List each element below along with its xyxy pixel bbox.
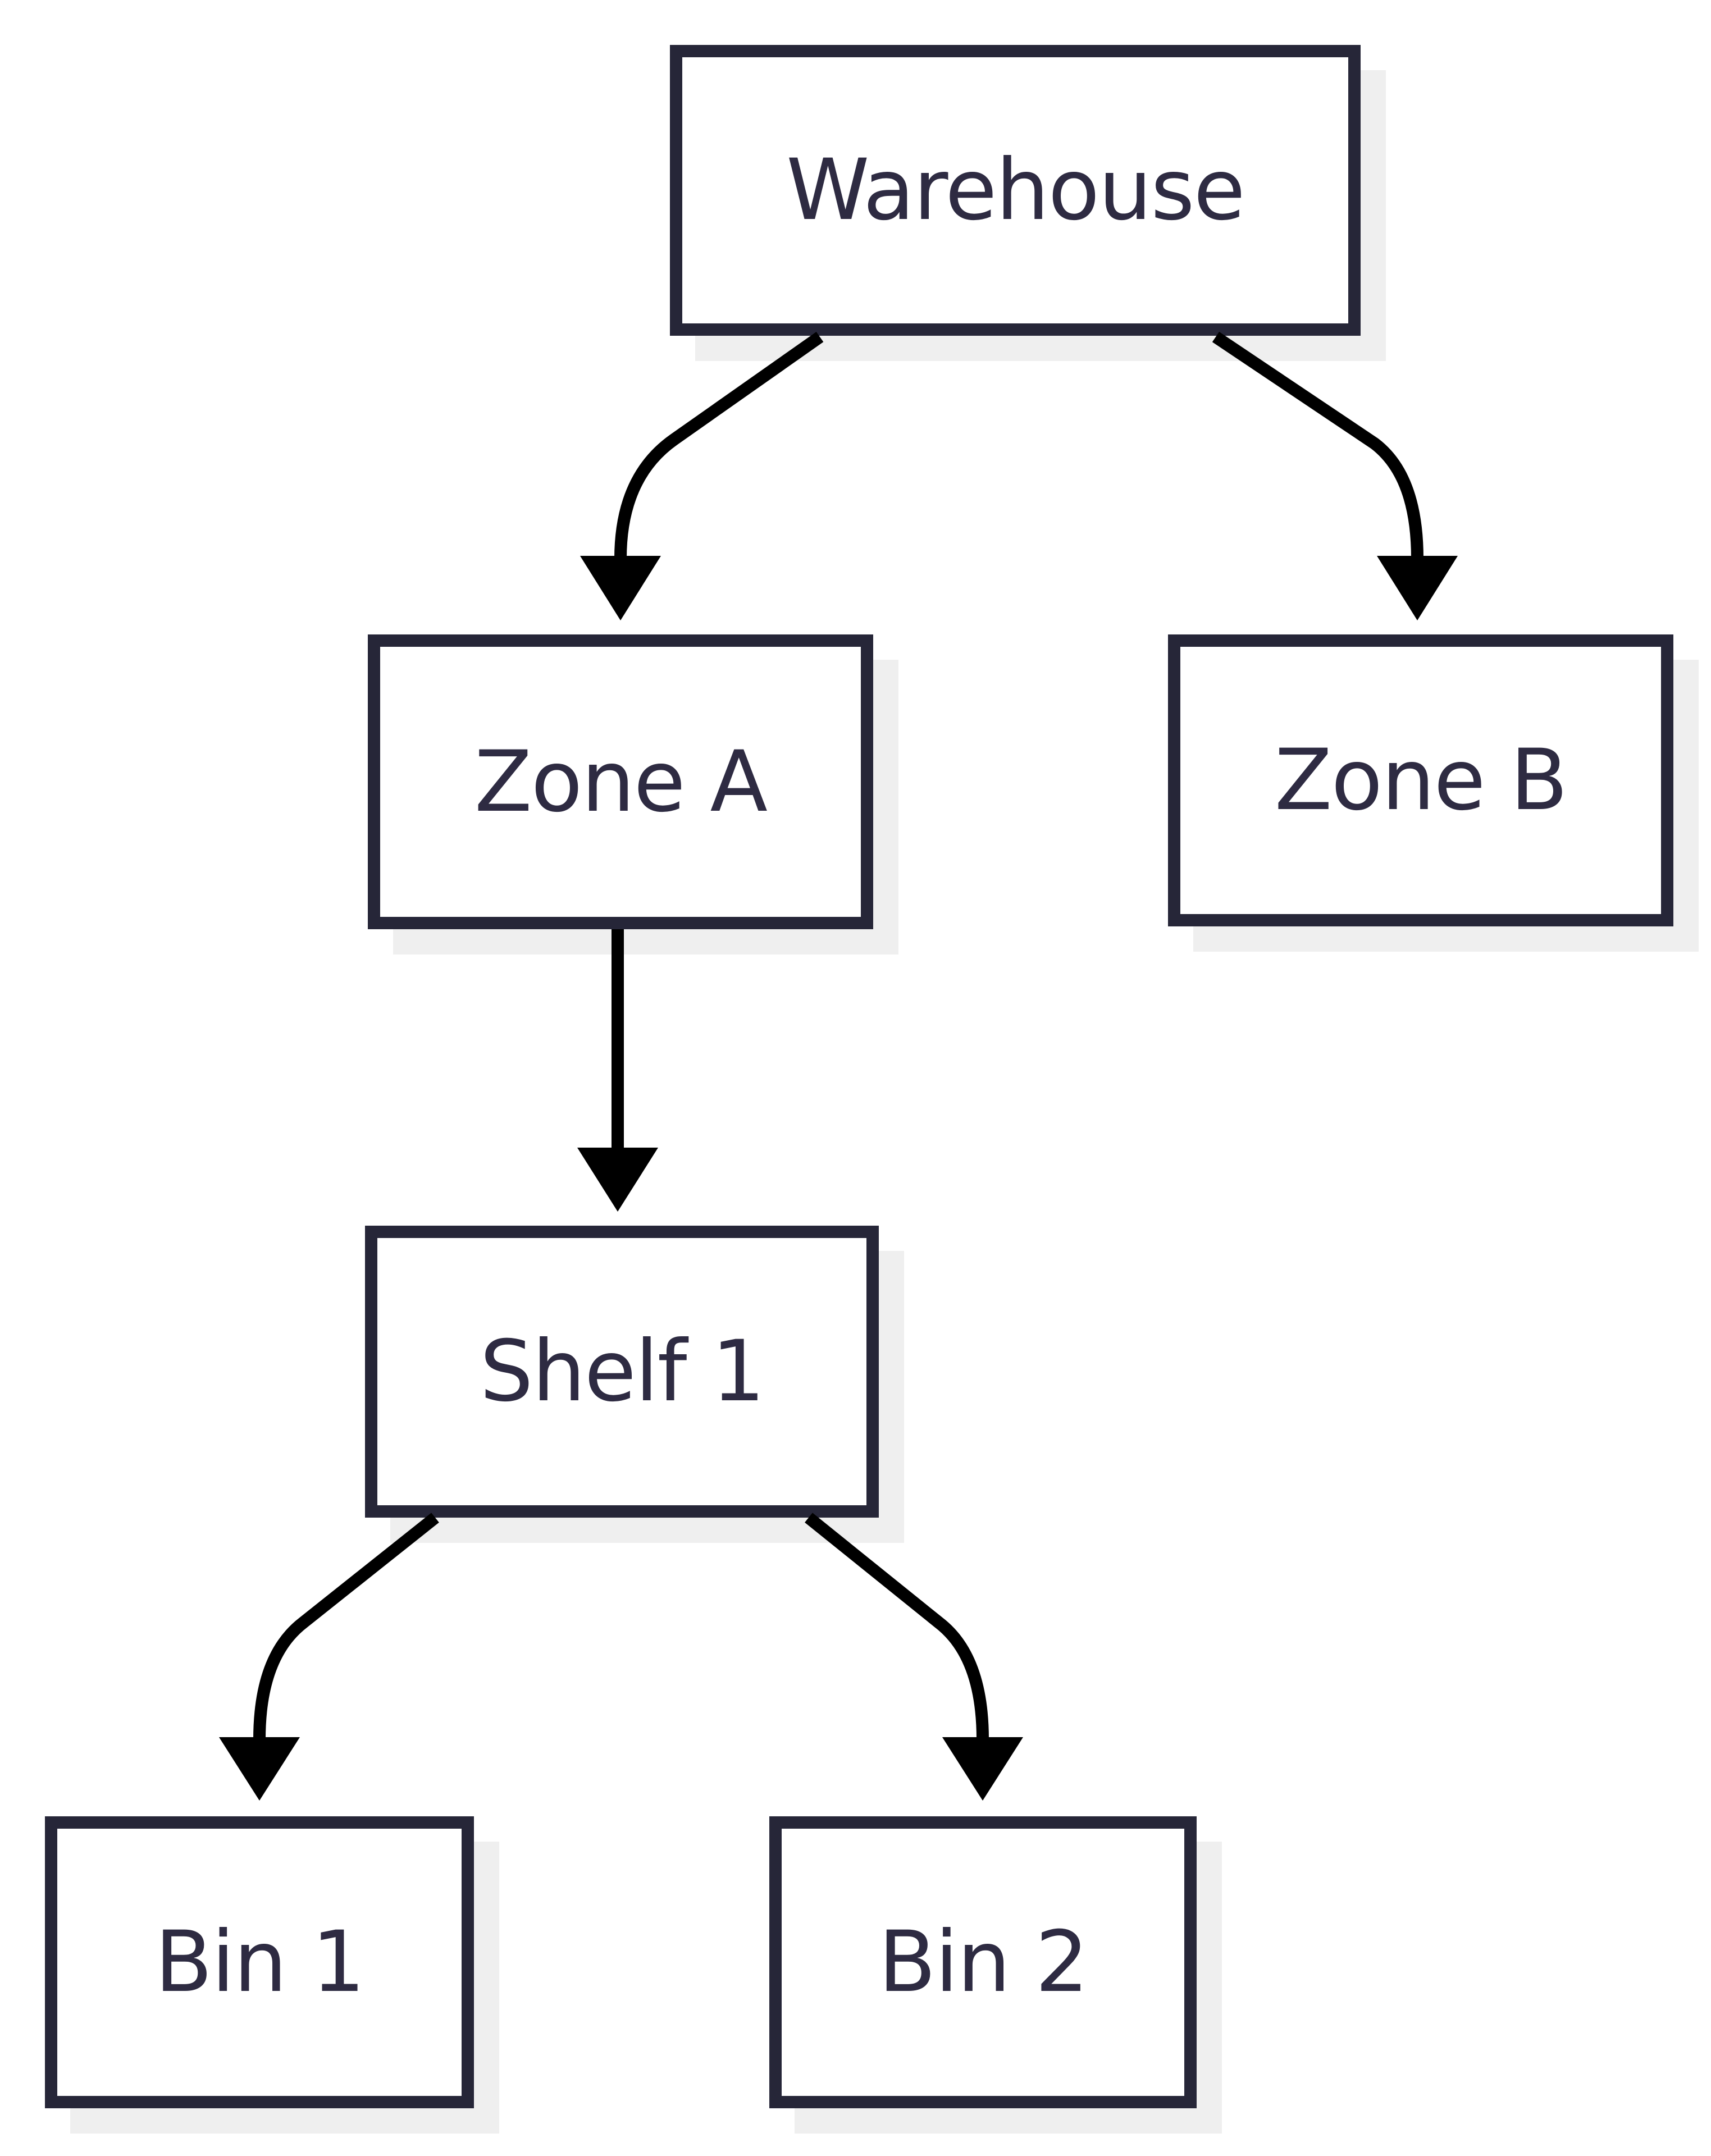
edge-warehouse-zone_b	[1212, 331, 1458, 620]
edge-line	[614, 332, 824, 559]
node-zone-b: Zone B	[1168, 634, 1673, 926]
arrowhead-icon	[577, 1148, 658, 1212]
node-bin-1: Bin 1	[45, 1816, 474, 2108]
node-bin-1-label: Bin 1	[154, 1913, 366, 2011]
edge-line	[805, 1513, 989, 1740]
edge-line	[1212, 331, 1423, 559]
arrowhead-icon	[1377, 556, 1458, 620]
edge-shelf_1-bin_1	[219, 1513, 439, 1801]
edge-line	[253, 1513, 439, 1740]
edge-shelf_1-bin_2	[805, 1513, 1023, 1801]
node-shelf-1-label: Shelf 1	[480, 1323, 765, 1420]
arrowhead-icon	[942, 1737, 1023, 1801]
node-warehouse: Warehouse	[670, 45, 1361, 336]
node-zone-a-label: Zone A	[474, 733, 768, 831]
node-zone-b-label: Zone B	[1274, 732, 1568, 829]
node-bin-2-label: Bin 2	[878, 1913, 1089, 2011]
edge-zone_a-shelf_1	[577, 929, 658, 1212]
arrowhead-icon	[580, 556, 661, 620]
node-bin-2: Bin 2	[769, 1816, 1197, 2108]
node-shelf-1: Shelf 1	[365, 1226, 879, 1518]
node-zone-a: Zone A	[368, 634, 873, 929]
edge-warehouse-zone_a	[580, 332, 824, 620]
arrowhead-icon	[219, 1737, 300, 1801]
node-warehouse-label: Warehouse	[786, 141, 1245, 239]
